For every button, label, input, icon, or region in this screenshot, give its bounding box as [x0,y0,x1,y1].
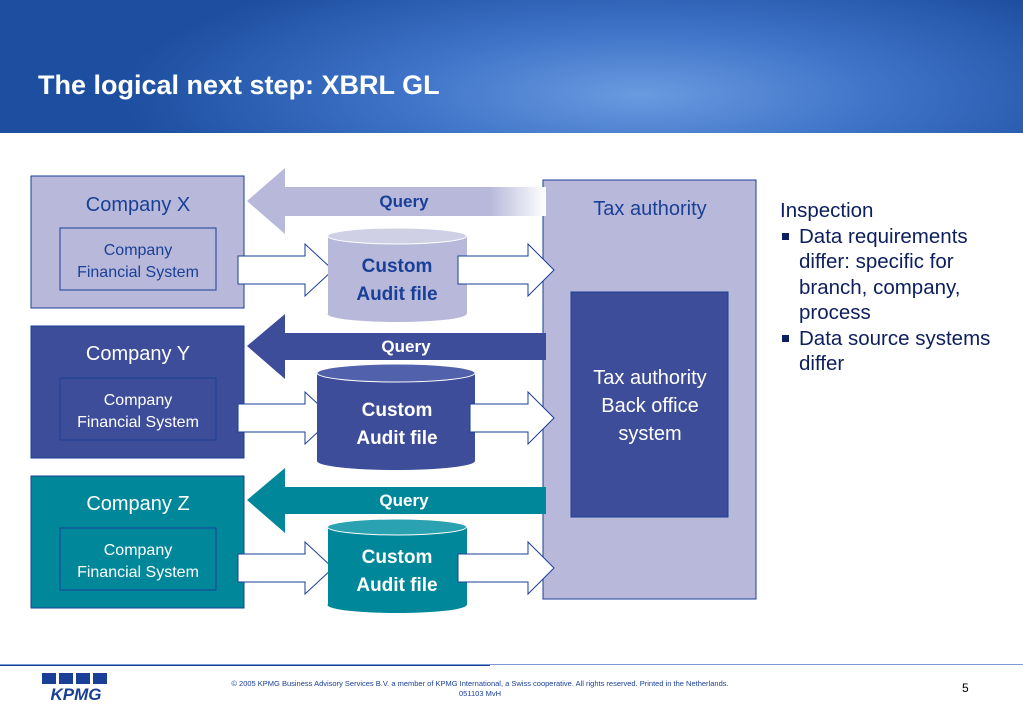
company-x-label: Company X [86,194,191,216]
company-x-system-box [59,227,217,291]
inspection-bullet: Data requirements differ: specific for b… [780,224,1020,326]
inspection-bullet: Data source systems differ [780,326,1020,377]
query-arrow-z [247,468,546,533]
copyright-text: © 2005 KPMG Business Advisory Services B… [231,679,729,688]
submit-arrow-x [457,242,555,298]
company-z-system-box [59,527,217,591]
inspection-list: Data requirements differ: specific for b… [780,224,1020,377]
company-y-label: Company Y [86,343,190,365]
audit-file-z-top [327,518,467,536]
audit-file-z-line2: Audit file [356,575,437,596]
query-arrow-x-fade [490,187,546,216]
backoffice-box [570,291,729,518]
company-y-system-line1: Company [104,392,172,409]
audit-file-y-line1: Custom [362,400,433,421]
audit-file-y-line2: Audit file [356,428,437,449]
company-y-system-line2: Financial System [77,414,199,431]
inspection-heading: Inspection [780,199,874,222]
title-banner: The logical next step: XBRL GL [0,0,1023,133]
audit-file-x-top [327,227,467,245]
company-z-system-line2: Financial System [77,564,199,581]
company-z-system-line1: Company [104,542,172,559]
company-y-system-box [59,377,217,441]
audit-file-z-bottom [327,597,467,613]
audit-file-x-body [328,236,467,314]
audit-file-x-line1: Custom [362,256,433,277]
audit-file-y-body [317,373,475,461]
footer-divider-accent [0,665,490,666]
export-arrow-x [237,242,334,298]
company-x-box [30,175,245,309]
inspection-notes: Inspection Data requirements differ: spe… [780,198,1020,377]
audit-file-z-line1: Custom [362,547,433,568]
export-arrow-z [237,540,334,596]
company-z-box [30,475,245,609]
query-label-z: Query [379,491,429,510]
audit-file-y-top [316,363,476,383]
submit-arrow-z [457,540,555,596]
query-arrow-x [247,168,546,234]
company-y-box [30,325,245,459]
query-arrow-y [247,314,546,379]
audit-file-y-bottom [317,452,475,470]
audit-file-x-bottom [327,306,467,322]
kpmg-logo: KPMG [42,673,107,703]
backoffice-label-line3: system [618,423,681,445]
page-title: The logical next step: XBRL GL [38,70,440,100]
document-code: 051103 MvH [459,689,501,698]
copyright-notice: © 2005 KPMG Business Advisory Services B… [160,679,800,699]
tax-authority-label: Tax authority [593,198,706,220]
company-x-system-line1: Company [104,242,172,259]
audit-file-z-body [328,527,467,605]
logo-text: KPMG [51,685,102,703]
company-x-system-line2: Financial System [77,264,199,281]
audit-file-x-line2: Audit file [356,284,437,305]
backoffice-label-line2: Back office [601,395,698,417]
submit-arrow-y [469,390,555,446]
query-label-x: Query [379,192,429,211]
footer-divider [0,664,1023,665]
page-number: 5 [962,681,969,695]
company-z-label: Company Z [86,493,189,515]
backoffice-label-line1: Tax authority [593,367,706,389]
query-label-y: Query [381,337,431,356]
